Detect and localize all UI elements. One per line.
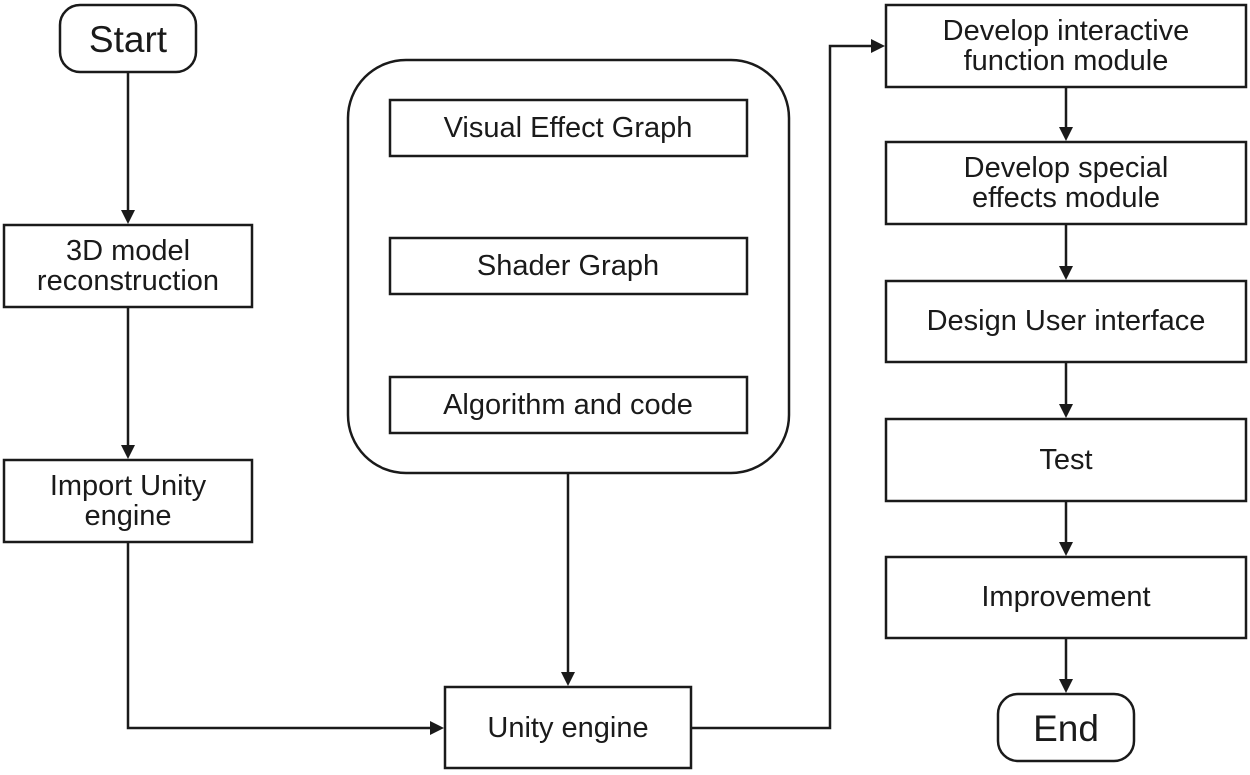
node-start-label: Start <box>89 19 168 60</box>
label-line: Test <box>1039 444 1092 476</box>
node-end: End <box>996 692 1136 763</box>
edge-start-reconstruction <box>121 72 135 224</box>
node-end-label: End <box>1033 708 1099 749</box>
label-line: effects module <box>972 182 1160 214</box>
label-line: Design User interface <box>927 305 1206 337</box>
label-line: engine <box>84 500 171 532</box>
label-line: Unity engine <box>487 712 648 744</box>
edge-import-unity-engine <box>126 542 444 735</box>
node-start: Start <box>58 3 198 74</box>
label-line: Visual Effect Graph <box>444 112 693 144</box>
edge-special-ui <box>1059 224 1073 280</box>
node-user-interface: Design User interface <box>884 279 1248 364</box>
edge-tools-unity-engine <box>561 473 575 686</box>
label-line: function module <box>964 45 1169 77</box>
edge-unity-engine-interactive <box>691 39 885 730</box>
label-line: Develop special <box>964 152 1169 184</box>
node-visual-effect-graph-label: Visual Effect Graph <box>444 112 693 144</box>
label-line: 3D model <box>66 235 190 267</box>
label-line: Develop interactive <box>943 15 1190 47</box>
node-shader-graph: Shader Graph <box>388 236 749 296</box>
edge-improvement-end <box>1059 638 1073 693</box>
label-line: End <box>1033 708 1099 749</box>
node-improvement: Improvement <box>884 555 1248 640</box>
node-improvement-label: Improvement <box>981 581 1150 613</box>
node-test-label: Test <box>1039 444 1092 476</box>
label-line: reconstruction <box>37 265 219 297</box>
node-algorithm-code: Algorithm and code <box>388 375 749 435</box>
node-unity-engine-label: Unity engine <box>487 712 648 744</box>
label-line: Improvement <box>981 581 1150 613</box>
edge-reconstruction-import <box>121 307 135 459</box>
label-line: Start <box>89 19 168 60</box>
edge-test-improvement <box>1059 501 1073 556</box>
node-test: Test <box>884 417 1248 503</box>
label-line: Shader Graph <box>477 250 659 282</box>
node-user-interface-label: Design User interface <box>927 305 1206 337</box>
node-visual-effect-graph: Visual Effect Graph <box>388 98 749 158</box>
label-line: Algorithm and code <box>443 389 693 421</box>
node-algorithm-code-label: Algorithm and code <box>443 389 693 421</box>
node-unity-engine: Unity engine <box>443 685 693 770</box>
node-shader-graph-label: Shader Graph <box>477 250 659 282</box>
edge-ui-test <box>1059 362 1073 418</box>
label-line: Import Unity <box>50 470 207 502</box>
edge-interactive-special <box>1059 87 1073 141</box>
